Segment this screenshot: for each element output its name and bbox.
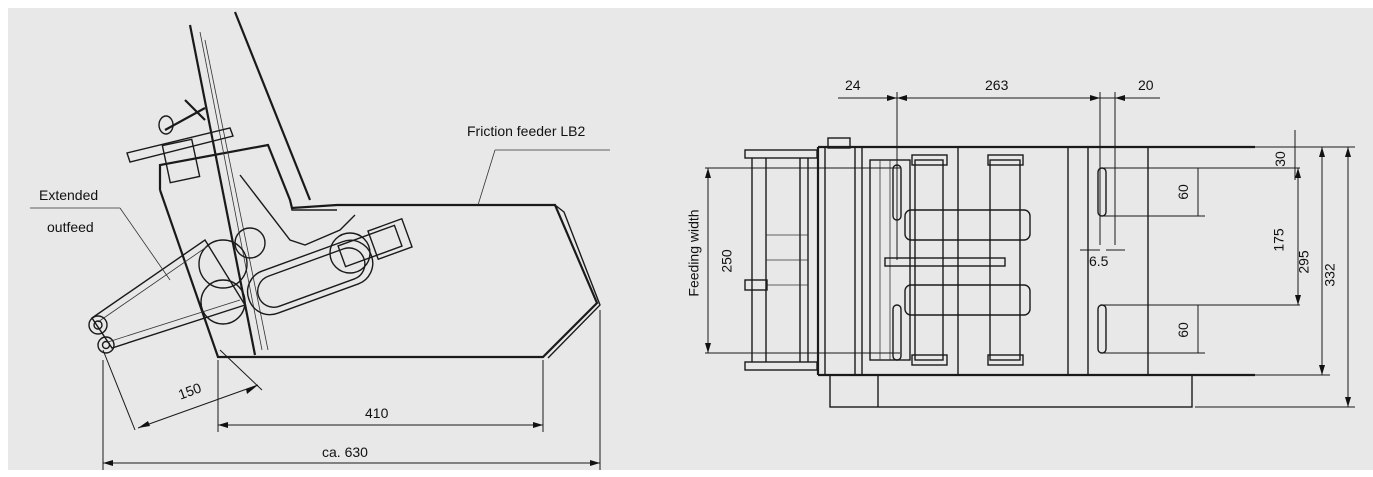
top-clamp xyxy=(126,99,234,184)
dim-263-text: 263 xyxy=(985,77,1009,93)
dim-332-text: 332 xyxy=(1321,263,1338,287)
dim-410-text: 410 xyxy=(365,405,389,421)
outfeed-label: outfeed xyxy=(47,219,94,235)
dim-60a-text: 60 xyxy=(1174,184,1191,200)
dim-630-lines xyxy=(102,310,601,470)
dim-150-lines xyxy=(102,349,263,431)
feeding-width-dim-lines xyxy=(705,167,900,354)
feeding-width-label: Feeding width xyxy=(685,209,702,297)
rollers xyxy=(198,217,413,325)
dim-6-5-text: 6.5 xyxy=(1089,253,1109,269)
friction-feeder-label: Friction feeder LB2 xyxy=(467,123,586,139)
dim-250-text: 250 xyxy=(718,249,735,273)
feeder-body xyxy=(158,11,601,359)
top-rollers xyxy=(869,154,1107,366)
dim-410-lines xyxy=(217,360,544,432)
top-dim-lines xyxy=(838,92,1160,260)
dim-295-text: 295 xyxy=(1295,250,1312,274)
dim-60b-text: 60 xyxy=(1174,322,1191,338)
top-frame xyxy=(816,137,1255,408)
dim-20-text: 20 xyxy=(1138,77,1154,93)
dim-175-text: 175 xyxy=(1270,228,1287,252)
extended-outfeed xyxy=(88,239,247,354)
left-rails xyxy=(744,149,818,371)
dim-30-text: 30 xyxy=(1271,151,1288,167)
right-dim-lines xyxy=(1100,130,1355,408)
extended-label: Extended xyxy=(39,187,99,203)
dim-630-text: ca. 630 xyxy=(322,444,368,460)
dim-24-text: 24 xyxy=(845,77,861,93)
